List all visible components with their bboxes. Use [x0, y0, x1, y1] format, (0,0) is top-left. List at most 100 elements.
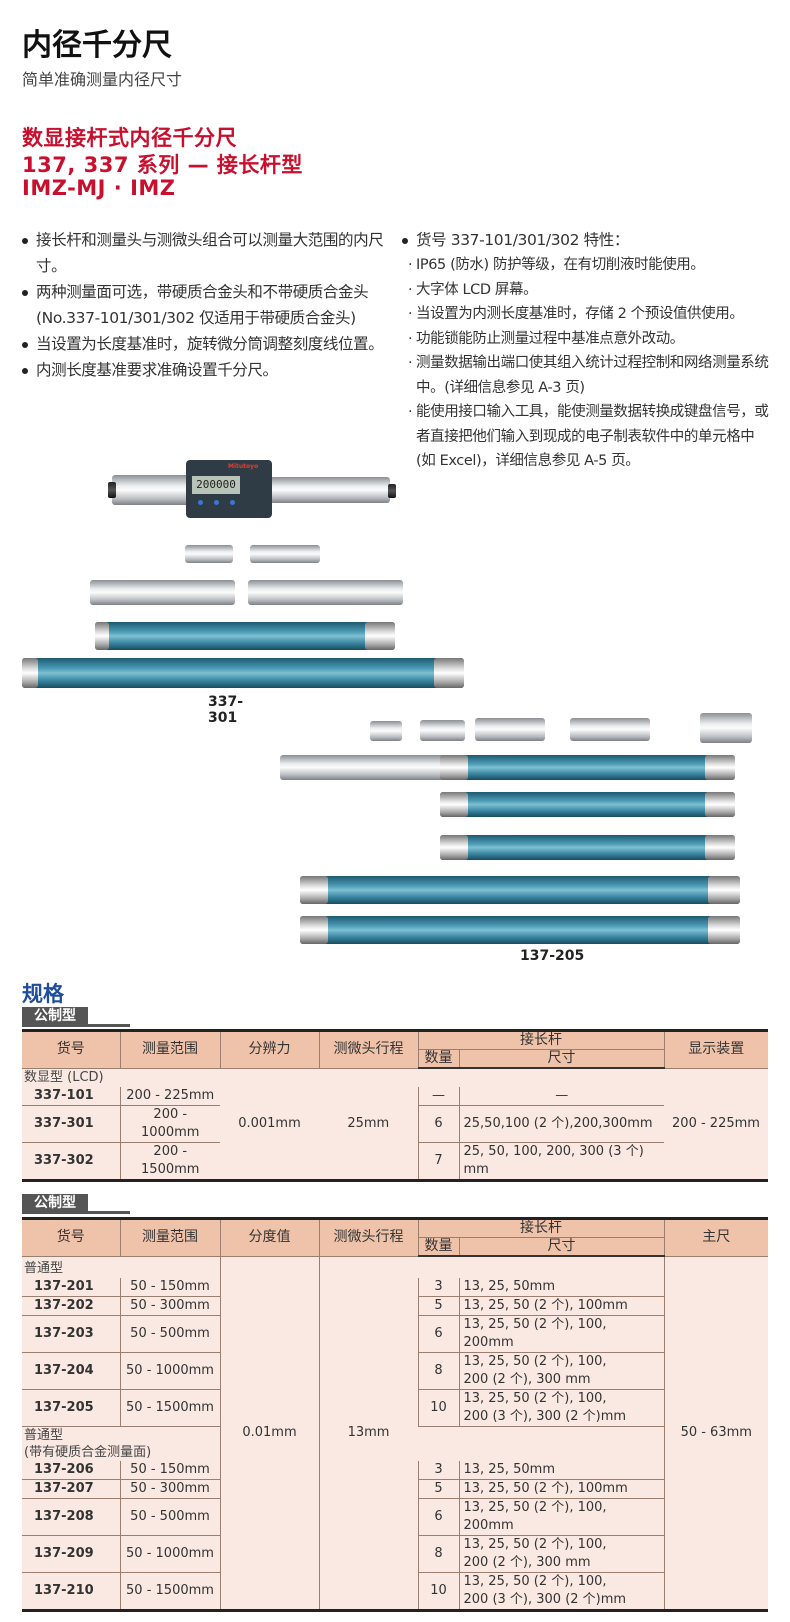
table-cell: 137-202	[22, 1296, 120, 1316]
table-cell: 6	[417, 1105, 459, 1143]
table-cell: 13, 25, 50mm	[458, 1277, 664, 1297]
digital-head: Mitutoyo 200000	[186, 460, 272, 518]
lcd-display: 200000	[192, 476, 240, 494]
column-header: 接长杆	[417, 1218, 665, 1238]
rod-cap	[365, 622, 395, 650]
table-cell: 137-206	[22, 1460, 120, 1480]
table-cell: 50 - 300mm	[119, 1479, 220, 1499]
table-cell: 13, 25, 50 (2 个), 100, 200 (3 个), 300 (2…	[458, 1389, 664, 1427]
rod-cap	[440, 792, 468, 817]
table-cell: 8	[417, 1352, 459, 1390]
table-cell: 5	[417, 1296, 459, 1316]
table-cell: 337-302	[22, 1142, 120, 1181]
table-cell: 50 - 1500mm	[119, 1389, 220, 1427]
column-header: 测微头行程	[318, 1030, 419, 1069]
image-caption: 137-205	[520, 948, 585, 964]
rod-cap	[300, 916, 328, 944]
rod-knob	[108, 482, 116, 498]
column-header: 数量	[418, 1049, 460, 1069]
page-title: 内径千分尺	[22, 28, 172, 63]
extension-rod	[440, 792, 735, 817]
column-header: 主尺	[663, 1218, 768, 1257]
table-cell: 13, 25, 50 (2 个), 100, 200 (2 个), 300 mm	[458, 1352, 664, 1390]
table-cell: 50 - 1000mm	[119, 1352, 220, 1390]
rod-cap	[22, 658, 38, 688]
table-cell: 5	[417, 1479, 459, 1499]
rod-cap	[705, 835, 735, 860]
feature-subitem: 大字体 LCD 屏幕。	[400, 278, 772, 303]
table-cell: 50 - 1500mm	[119, 1572, 220, 1611]
rod-cap	[708, 916, 740, 944]
extension-rod	[440, 755, 735, 780]
spec-table-digital: 货号测量范围分辨力测微头行程接长杆显示装置 数量尺寸 数显型 (LCD) 0.0…	[22, 1029, 768, 1182]
page-subtitle: 简单准确测量内径尺寸	[22, 70, 183, 89]
extension-rod	[112, 475, 192, 505]
table-cell: 13, 25, 50 (2 个), 100, 200mm	[458, 1498, 664, 1536]
feature-item: 当设置为长度基准时，旋转微分筒调整刻度线位置。	[20, 331, 392, 357]
column-header: 货号	[22, 1030, 121, 1069]
table-cell: 137-209	[22, 1535, 120, 1573]
table-cell: 200 - 1500mm	[119, 1142, 220, 1181]
extension-rod	[440, 835, 735, 860]
product-name: 数显接杆式内径千分尺	[22, 126, 237, 150]
table-cell: 137-205	[22, 1389, 120, 1427]
table-cell	[418, 1426, 664, 1461]
table-cell: 0.01mm	[219, 1256, 319, 1610]
table-cell: 50 - 63mm	[663, 1256, 768, 1610]
group-label: 普通型	[24, 1260, 64, 1276]
extension-rod	[280, 755, 445, 780]
feature-list-right: 货号 337-101/301/302 特性： IP65 (防水) 防护等级，在有…	[400, 227, 772, 474]
rod-cap	[705, 755, 735, 780]
table-cell: 7	[417, 1142, 459, 1181]
column-header: 分辨力	[219, 1030, 320, 1069]
feature-heading: 货号 337-101/301/302 特性：	[400, 227, 772, 253]
table-cell: 137-203	[22, 1315, 120, 1353]
extension-rod	[90, 580, 235, 605]
table-cell: 50 - 500mm	[119, 1498, 220, 1536]
table-cell: 10	[417, 1389, 459, 1427]
rod-cap	[300, 876, 328, 904]
feature-subitem: 测量数据输出端口使其组入统计过程控制和网络测量系统中。(详细信息参见 A-3 页…	[400, 351, 772, 400]
section-tag-label: 公制型	[22, 1194, 88, 1213]
table-cell: 13, 25, 50 (2 个), 100mm	[458, 1479, 664, 1499]
feature-subitem: IP65 (防水) 防护等级，在有切削液时能使用。	[400, 253, 772, 278]
group-label: 数显型 (LCD)	[24, 1069, 104, 1085]
table-cell: 10	[417, 1572, 459, 1611]
table-cell: 25, 50, 100, 200, 300 (3 个) mm	[458, 1142, 664, 1181]
table-cell: 137-208	[22, 1498, 120, 1536]
table-cell: 200 - 1000mm	[119, 1105, 220, 1143]
table-cell: 137-210	[22, 1572, 120, 1611]
table-cell: 13, 25, 50 (2 个), 100mm	[458, 1296, 664, 1316]
table-cell: 8	[417, 1535, 459, 1573]
table-cell: 50 - 300mm	[119, 1296, 220, 1316]
table-cell: —	[458, 1086, 664, 1106]
column-header: 接长杆	[417, 1030, 665, 1050]
group-label: 普通型 (带有硬质合金测量面)	[24, 1427, 152, 1460]
column-header: 测量范围	[119, 1030, 221, 1069]
table-cell: 50 - 1000mm	[119, 1535, 220, 1573]
image-caption: 337-301	[208, 694, 244, 726]
rod-cap	[95, 622, 109, 650]
extension-rod	[95, 622, 395, 650]
extension-rod	[300, 876, 740, 904]
column-header: 测量范围	[119, 1218, 221, 1257]
extension-rod	[185, 545, 233, 563]
extension-rod	[22, 658, 464, 688]
column-header: 显示装置	[663, 1030, 768, 1069]
feature-item: 内测长度基准要求准确设置千分尺。	[20, 357, 392, 383]
feature-subitem: 能使用接口输入工具，能使测量数据转换成键盘信号，或者直接把他们输入到现成的电子制…	[400, 400, 772, 474]
extension-rod	[370, 721, 402, 741]
table-cell: 137-201	[22, 1277, 120, 1297]
extension-rod	[250, 545, 320, 563]
table-cell: 50 - 500mm	[119, 1315, 220, 1353]
table-cell: 13, 25, 50 (2 个), 100, 200 (3 个), 300 (2…	[458, 1572, 664, 1611]
